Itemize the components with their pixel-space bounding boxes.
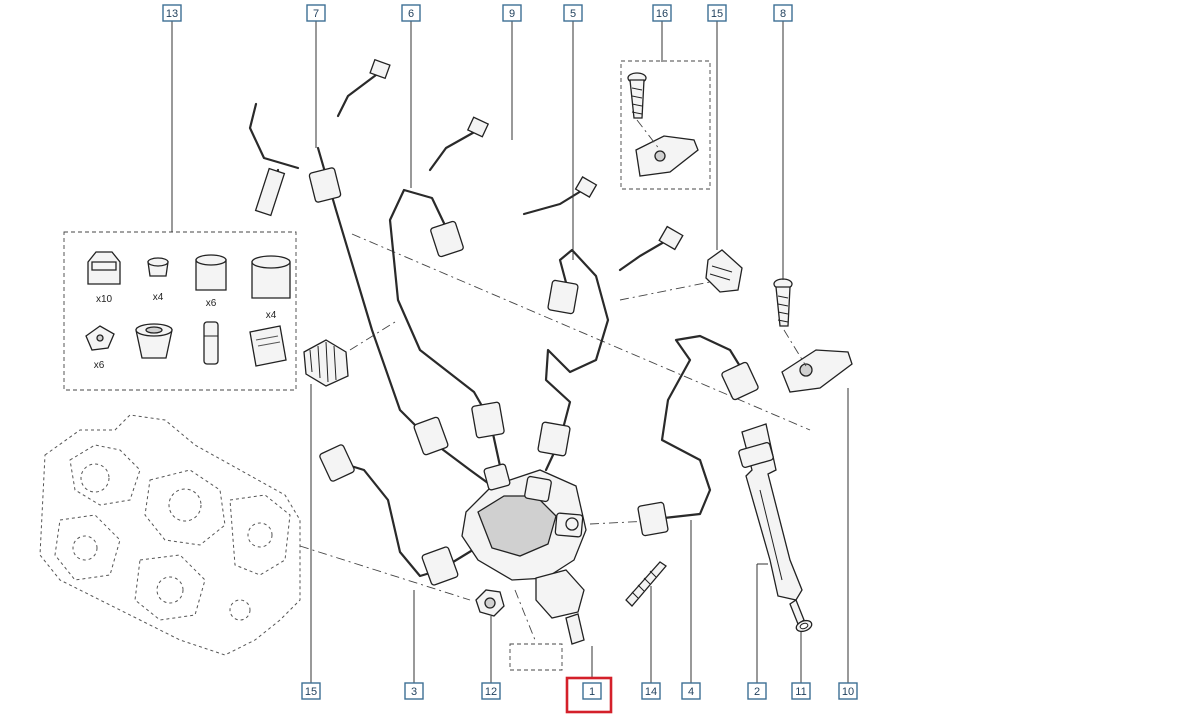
kit-washer-part	[135, 323, 173, 359]
kit-qty-1: x10	[96, 294, 113, 305]
stud-14	[625, 561, 667, 607]
svg-text:16: 16	[656, 8, 668, 20]
kit-large-sleeve-part	[251, 255, 291, 299]
svg-text:15: 15	[305, 686, 317, 698]
callout-6[interactable]: 6	[401, 4, 421, 22]
callout-16[interactable]: 16	[652, 4, 672, 22]
engine-block-outline	[39, 414, 301, 656]
pipe-7	[308, 146, 494, 488]
pipe-3	[319, 444, 478, 586]
kit-pin-part	[203, 321, 219, 365]
svg-text:12: 12	[485, 686, 497, 698]
kit-qty-5: x6	[94, 360, 105, 371]
callout-3[interactable]: 3	[404, 682, 424, 700]
svg-text:10: 10	[842, 686, 854, 698]
svg-text:15: 15	[711, 8, 723, 20]
bolt-8	[773, 278, 793, 327]
svg-text:3: 3	[411, 686, 417, 698]
pipe-6	[388, 188, 505, 468]
bolt-bracket-right	[773, 278, 853, 393]
callout-12[interactable]: 12	[481, 682, 501, 700]
callout-10[interactable]: 10	[838, 682, 858, 700]
fuel-injector	[738, 423, 805, 625]
nut-12	[475, 589, 505, 617]
callout-5[interactable]: 5	[563, 4, 583, 22]
kit-qty-4: x4	[266, 310, 277, 321]
kit-sleeve-part	[195, 254, 227, 291]
kit-clip-part	[85, 325, 115, 351]
svg-text:9: 9	[509, 8, 515, 20]
svg-text:5: 5	[570, 8, 576, 20]
svg-text:1: 1	[589, 686, 595, 698]
callout-11[interactable]: 11	[791, 682, 811, 700]
kit-bush-part	[147, 257, 169, 277]
kit-instruction-sheet	[249, 325, 287, 367]
svg-text:14: 14	[645, 686, 657, 698]
bolt-bracket-set-16	[620, 60, 711, 190]
callout-1-highlighted[interactable]: 1	[565, 676, 613, 714]
svg-text:4: 4	[688, 686, 694, 698]
callout-2[interactable]: 2	[747, 682, 767, 700]
svg-text:7: 7	[313, 8, 319, 20]
kit-cap-part	[87, 251, 121, 285]
bolt-16	[627, 72, 647, 119]
fuel-rail-pipe	[248, 58, 684, 272]
sensor-connector-left	[303, 339, 349, 387]
callout-15-top[interactable]: 15	[707, 4, 727, 22]
callout-14[interactable]: 14	[641, 682, 661, 700]
sensor-connector-top	[705, 249, 743, 293]
high-pressure-pump-body	[461, 463, 587, 645]
kit-qty-2: x4	[153, 292, 164, 303]
callout-8[interactable]: 8	[773, 4, 793, 22]
callout-9[interactable]: 9	[502, 4, 522, 22]
svg-text:11: 11	[795, 686, 806, 698]
pipe-5	[537, 248, 610, 472]
seal-kit-box: x10 x4 x6 x4 x6	[63, 231, 297, 391]
callout-4[interactable]: 4	[681, 682, 701, 700]
kit-qty-3: x6	[206, 298, 217, 309]
injector-o-ring	[795, 619, 813, 633]
callout-15-bottom[interactable]: 15	[301, 682, 321, 700]
pipe-4	[637, 334, 759, 537]
svg-text:8: 8	[780, 8, 786, 20]
bracket-16	[635, 135, 699, 177]
callout-7[interactable]: 7	[306, 4, 326, 22]
assembly-guide-lines	[299, 233, 811, 671]
callout-13[interactable]: 13	[162, 4, 182, 22]
svg-text:2: 2	[754, 686, 760, 698]
svg-text:13: 13	[166, 8, 178, 20]
bracket-10	[781, 349, 853, 393]
leader-lines	[171, 20, 849, 683]
svg-text:6: 6	[408, 8, 414, 20]
